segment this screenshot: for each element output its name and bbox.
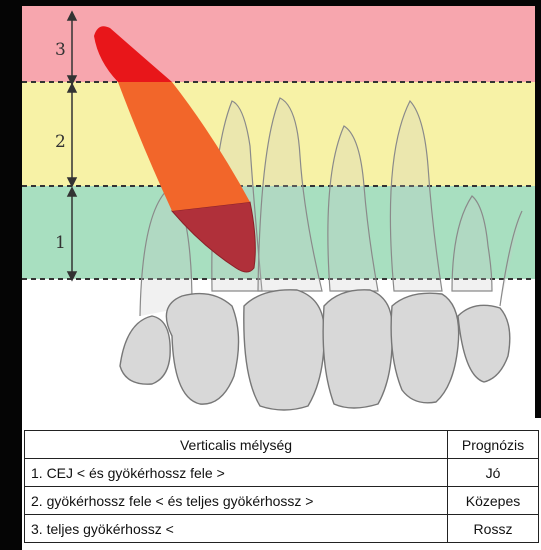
bone-loss-diagram: 3 2 1 [22,6,535,418]
table-row: 2. gyökérhossz fele < és teljes gyökérho… [25,487,539,515]
zone-3-label: 3 [55,40,66,60]
row-3-prognosis: Rossz [448,515,539,543]
zone-1-label: 1 [55,233,66,253]
prognosis-table: Verticalis mélység Prognózis 1. CEJ < és… [24,430,539,543]
header-prognosis: Prognózis [448,431,539,459]
row-2-depth: 2. gyökérhossz fele < és teljes gyökérho… [25,487,448,515]
row-3-depth: 3. teljes gyökérhossz < [25,515,448,543]
left-border [0,0,22,550]
table-row: 3. teljes gyökérhossz < Rossz [25,515,539,543]
header-depth: Verticalis mélység [25,431,448,459]
zone-2-label: 2 [55,132,66,152]
tooth-crowns [120,290,510,410]
row-1-prognosis: Jó [448,459,539,487]
table-row: 1. CEJ < és gyökérhossz fele > Jó [25,459,539,487]
row-2-prognosis: Közepes [448,487,539,515]
table-header-row: Verticalis mélység Prognózis [25,431,539,459]
right-border [535,0,541,418]
row-1-depth: 1. CEJ < és gyökérhossz fele > [25,459,448,487]
